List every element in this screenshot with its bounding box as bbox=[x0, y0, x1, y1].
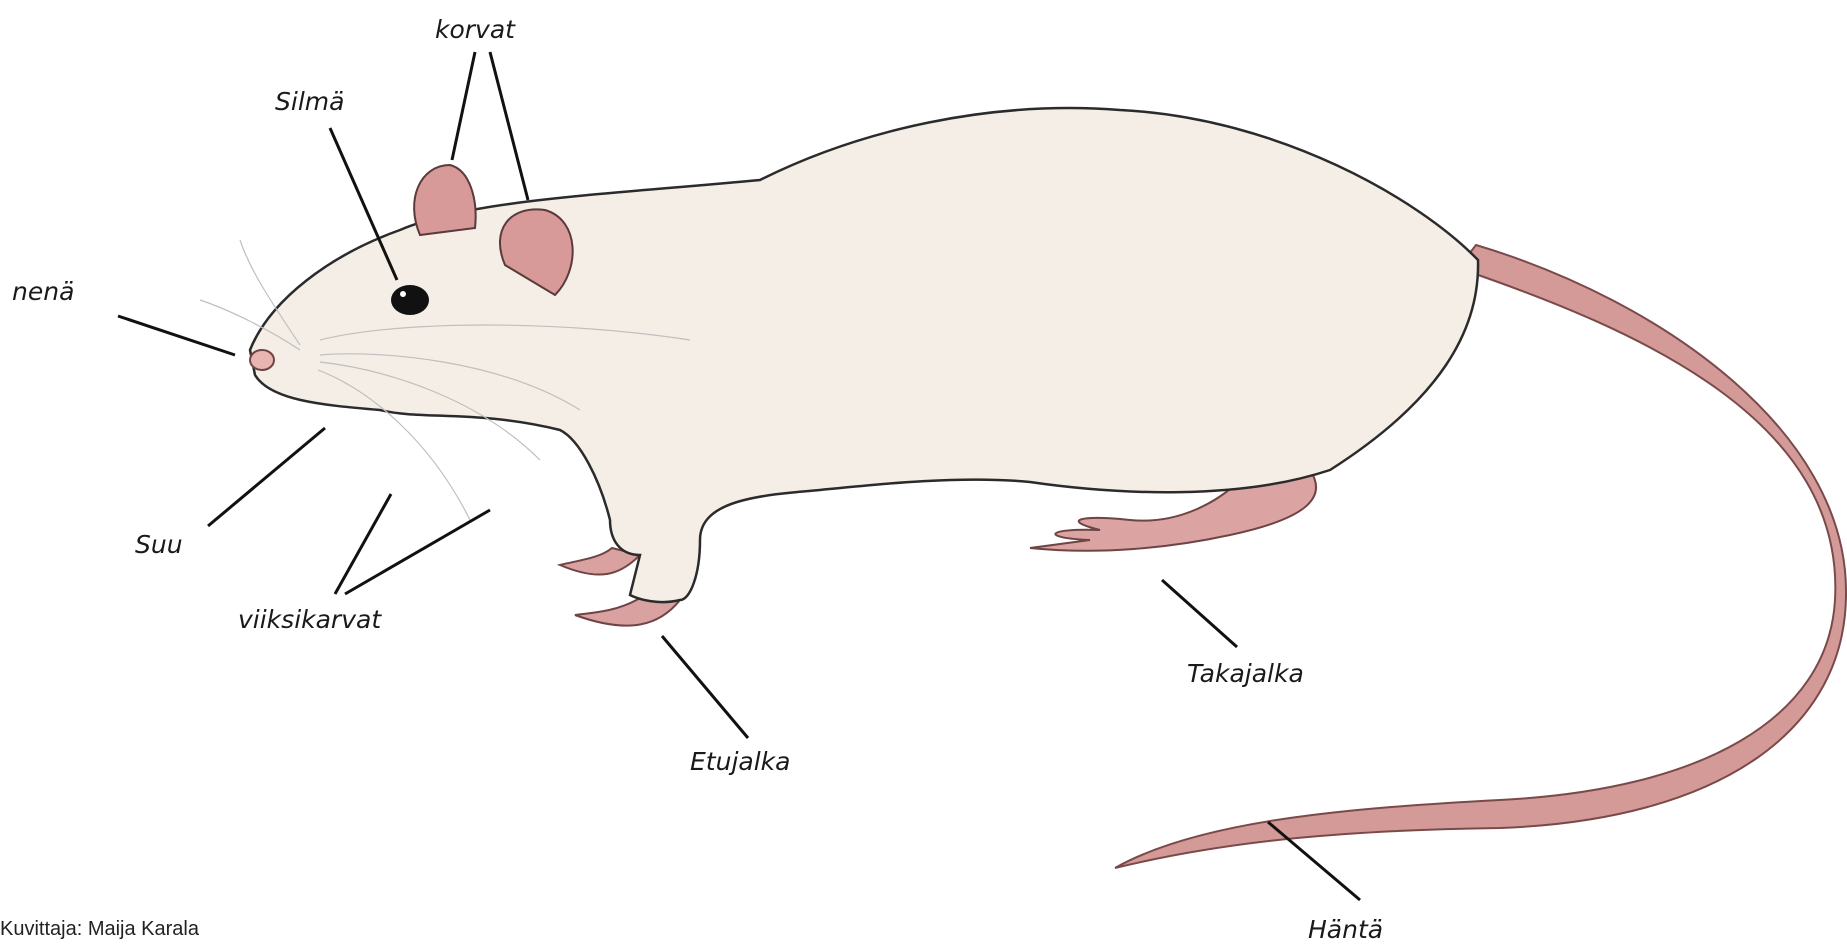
pointer-korvat-right bbox=[490, 52, 528, 200]
label-korvat: korvat bbox=[435, 15, 516, 44]
pointer-viiksikarvat-right bbox=[345, 510, 490, 594]
label-etujalka: Etujalka bbox=[690, 747, 790, 776]
rat-ear-far bbox=[414, 165, 475, 235]
label-hanta: Häntä bbox=[1308, 915, 1383, 944]
pointer-etujalka bbox=[662, 636, 748, 738]
pointer-viiksikarvat-left bbox=[335, 494, 391, 594]
rat-nose bbox=[250, 350, 274, 370]
label-nena: nenä bbox=[12, 277, 74, 306]
label-silma: Silmä bbox=[275, 87, 344, 116]
rat-eye bbox=[391, 285, 429, 315]
illustrator-credit: Kuvittaja: Maija Karala bbox=[0, 918, 199, 941]
pointer-korvat-left bbox=[452, 52, 475, 160]
pointer-suu bbox=[208, 428, 325, 526]
label-takajalka: Takajalka bbox=[1187, 659, 1304, 688]
pointer-nena bbox=[118, 316, 235, 355]
label-viiksikarvat: viiksikarvat bbox=[238, 605, 382, 634]
pointer-takajalka bbox=[1162, 580, 1237, 647]
label-suu: Suu bbox=[135, 530, 183, 559]
